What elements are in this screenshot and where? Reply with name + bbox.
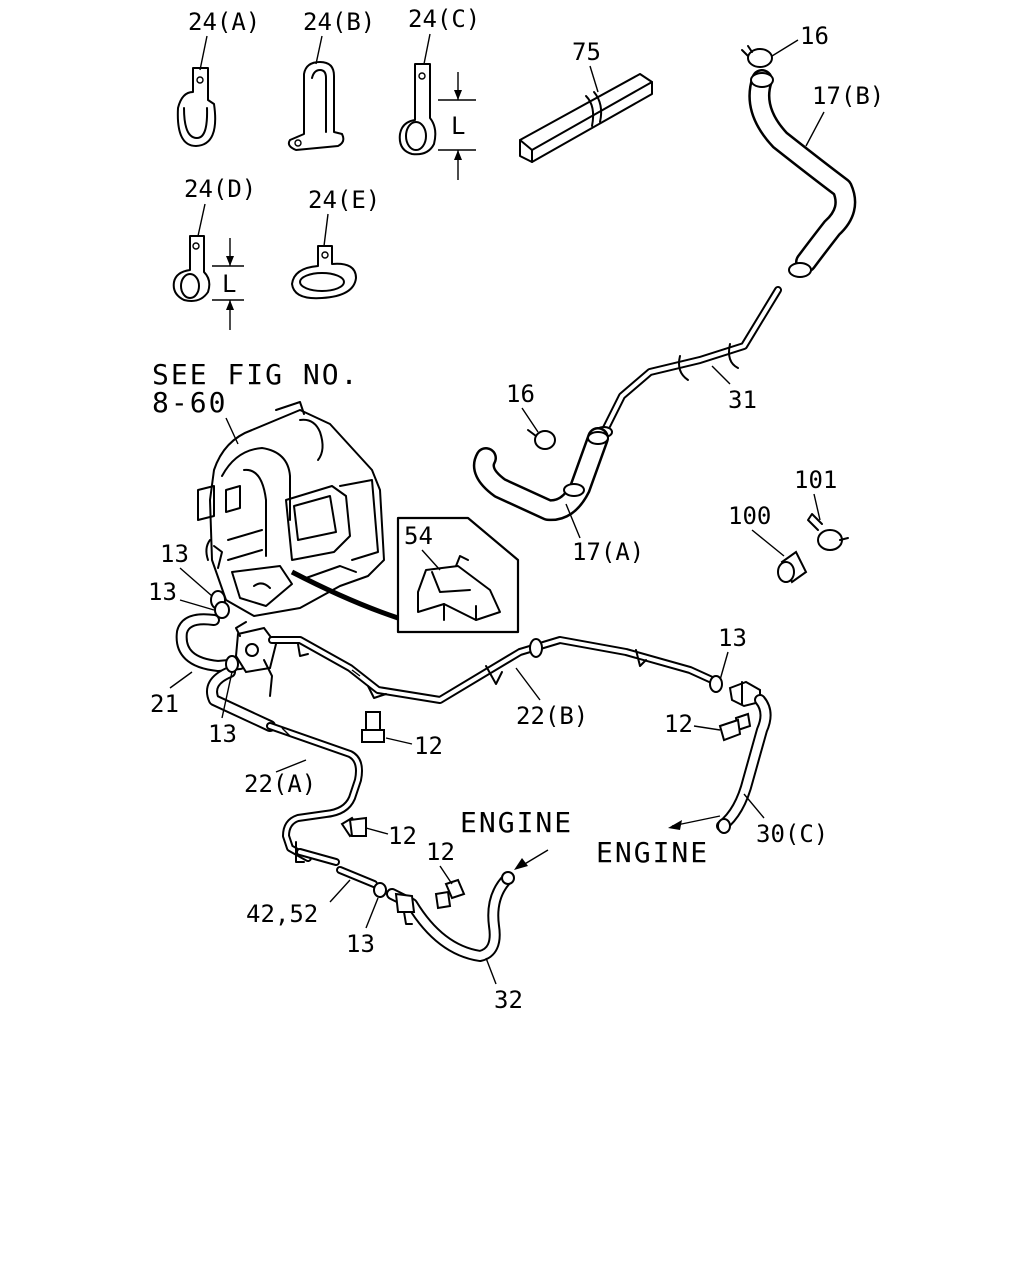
pipe-22a (266, 722, 363, 863)
label-42-52: 42,52 (246, 900, 318, 928)
clamp-24a (176, 67, 217, 147)
bolt-12-mid (361, 711, 385, 743)
engine-label-lower: ENGINE (460, 806, 573, 839)
hose-21 (175, 613, 276, 732)
label-21: 21 (150, 690, 179, 718)
label-54: 54 (404, 522, 433, 550)
label-30c: 30(C) (756, 820, 828, 848)
label-100: 100 (728, 502, 771, 530)
water-valve (225, 621, 278, 697)
label-13-d: 13 (718, 624, 747, 652)
hose-clamp-13-lower (373, 882, 387, 898)
label-31: 31 (728, 386, 757, 414)
label-22a: 22(A) (244, 770, 316, 798)
label-12-right: 12 (664, 710, 693, 738)
label-32: 32 (494, 986, 523, 1014)
label-24e: 24(E) (308, 186, 380, 214)
label-24a: 24(A) (188, 8, 260, 36)
label-17b: 17(B) (812, 82, 884, 110)
label-16-mid: 16 (506, 380, 535, 408)
see-fig-reference: SEE FIG NO. (152, 358, 359, 391)
part-100 (777, 550, 808, 584)
heater-unit (197, 401, 385, 617)
bolt-12-right (718, 712, 752, 742)
pipe-31 (595, 286, 782, 438)
trim-strip-75 (519, 73, 653, 163)
hose-clamp-16-top (741, 45, 773, 68)
hose-clamp-16-mid (527, 429, 556, 450)
label-13-b: 13 (148, 578, 177, 606)
label-22b: 22(B) (516, 702, 588, 730)
label-17a: 17(A) (572, 538, 644, 566)
hose-clamp-13-upper (210, 590, 230, 619)
bolt-12-lower-left (340, 816, 367, 838)
clamp-24b (287, 61, 345, 151)
hose-17a (472, 427, 609, 522)
engine-label-right: ENGINE (596, 836, 709, 869)
label-101: 101 (794, 466, 837, 494)
label-24c: 24(C) (408, 5, 480, 33)
pipe-42-52 (296, 848, 378, 888)
hose-30c (716, 694, 772, 834)
hose-17b (748, 69, 857, 278)
label-12-lower-left: 12 (388, 822, 417, 850)
label-24b: 24(B) (303, 8, 375, 36)
inset-box-54 (396, 516, 520, 634)
part-101 (807, 513, 849, 551)
label-13-e: 13 (346, 930, 375, 958)
label-75: 75 (572, 38, 601, 66)
label-12-mid: 12 (414, 732, 443, 760)
bolt-12-lower-right (434, 878, 466, 910)
label-24d: 24(D) (184, 175, 256, 203)
dimension-l-24c: L (451, 112, 465, 140)
hose-32 (386, 871, 515, 962)
label-13-c: 13 (208, 720, 237, 748)
clamp-24d (172, 235, 244, 330)
clamp-24c (398, 63, 476, 180)
clamp-24e (291, 245, 357, 300)
label-13-a: 13 (160, 540, 189, 568)
label-12-lower-right: 12 (426, 838, 455, 866)
hose-clamp-13-right (709, 675, 723, 693)
pipe-22b (268, 636, 716, 704)
dimension-l-24d: L (222, 270, 236, 298)
label-16-top: 16 (800, 22, 829, 50)
see-fig-number: 8-60 (152, 386, 227, 419)
